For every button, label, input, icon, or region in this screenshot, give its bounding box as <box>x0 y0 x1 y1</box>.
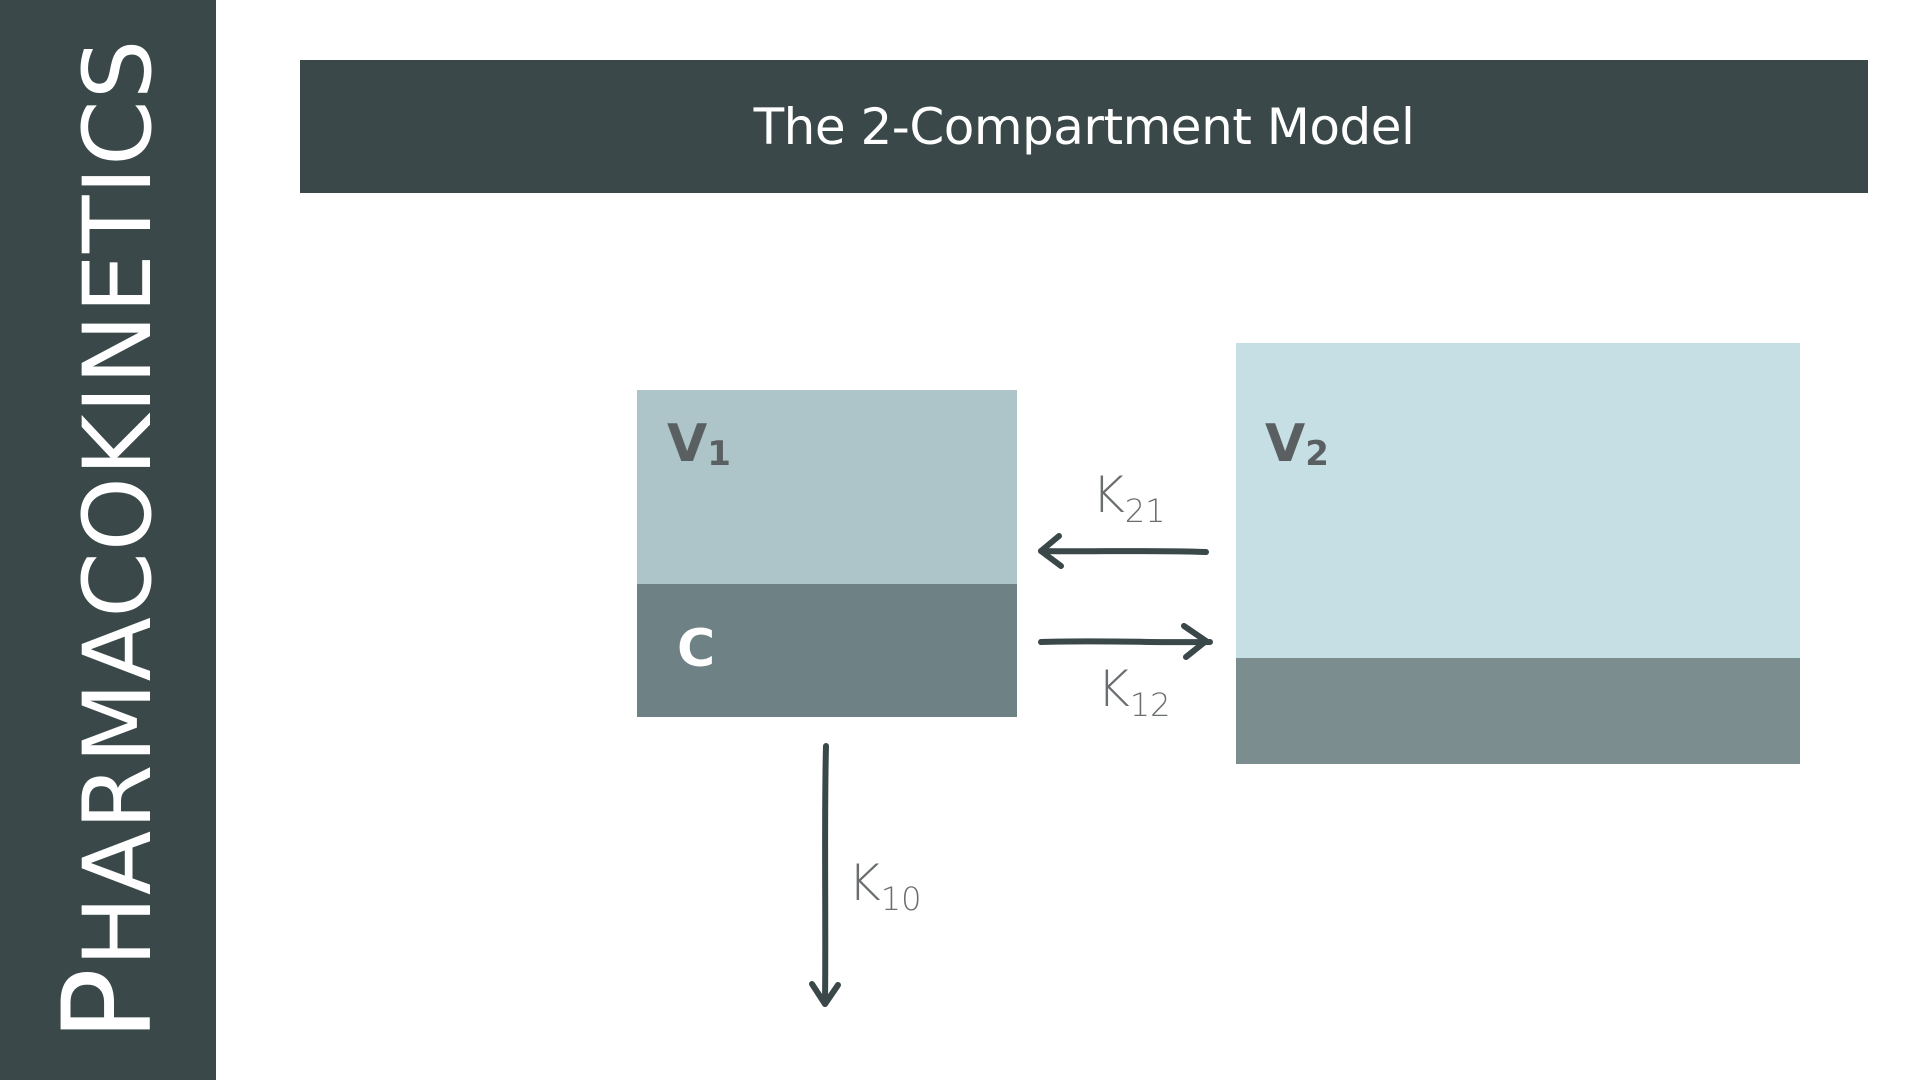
k10-arrow-head <box>809 981 841 1007</box>
k10-arrow <box>809 743 841 1007</box>
sidebar-title: PHARMACOKINETICS <box>37 39 179 1042</box>
v1-label: V1 <box>667 418 731 471</box>
k10-label-main: K <box>848 854 881 912</box>
page-title: The 2-Compartment Model <box>753 97 1415 156</box>
sidebar-title-rest: HARMACOKINETICS <box>64 38 173 967</box>
k21-label: K21 <box>1092 470 1166 527</box>
k21-label-main: K <box>1092 466 1125 524</box>
k12-label-main: K <box>1097 660 1130 718</box>
v1-label-subscript: 1 <box>707 434 731 474</box>
k21-arrow-line <box>1038 548 1209 555</box>
k12-arrow <box>1038 623 1213 660</box>
k10-label-subscript: 10 <box>880 880 922 918</box>
k21-arrow <box>1038 533 1209 569</box>
compartment-1-concentration <box>637 584 1017 717</box>
v1-label-main: V <box>667 414 708 474</box>
compartment-1-volume <box>637 390 1017 584</box>
concentration-label: C <box>677 619 716 679</box>
k12-label: K12 <box>1097 664 1171 721</box>
title-bar: The 2-Compartment Model <box>300 60 1868 193</box>
sidebar: PHARMACOKINETICS <box>0 0 216 1080</box>
v2-label-subscript: 2 <box>1305 434 1329 474</box>
v2-label-main: V <box>1265 414 1306 474</box>
k10-arrow-line <box>822 743 829 1007</box>
k12-arrow-line <box>1038 638 1213 646</box>
compartment-2-concentration <box>1236 658 1800 764</box>
compartment-2-volume <box>1236 343 1800 658</box>
k21-label-subscript: 21 <box>1124 492 1166 530</box>
k21-arrow-head <box>1038 533 1064 569</box>
v2-label: V2 <box>1265 418 1329 471</box>
k12-arrow-head <box>1181 623 1209 660</box>
sidebar-title-first-letter: P <box>37 966 179 1042</box>
k10-label: K10 <box>848 858 922 915</box>
k12-label-subscript: 12 <box>1129 686 1171 724</box>
